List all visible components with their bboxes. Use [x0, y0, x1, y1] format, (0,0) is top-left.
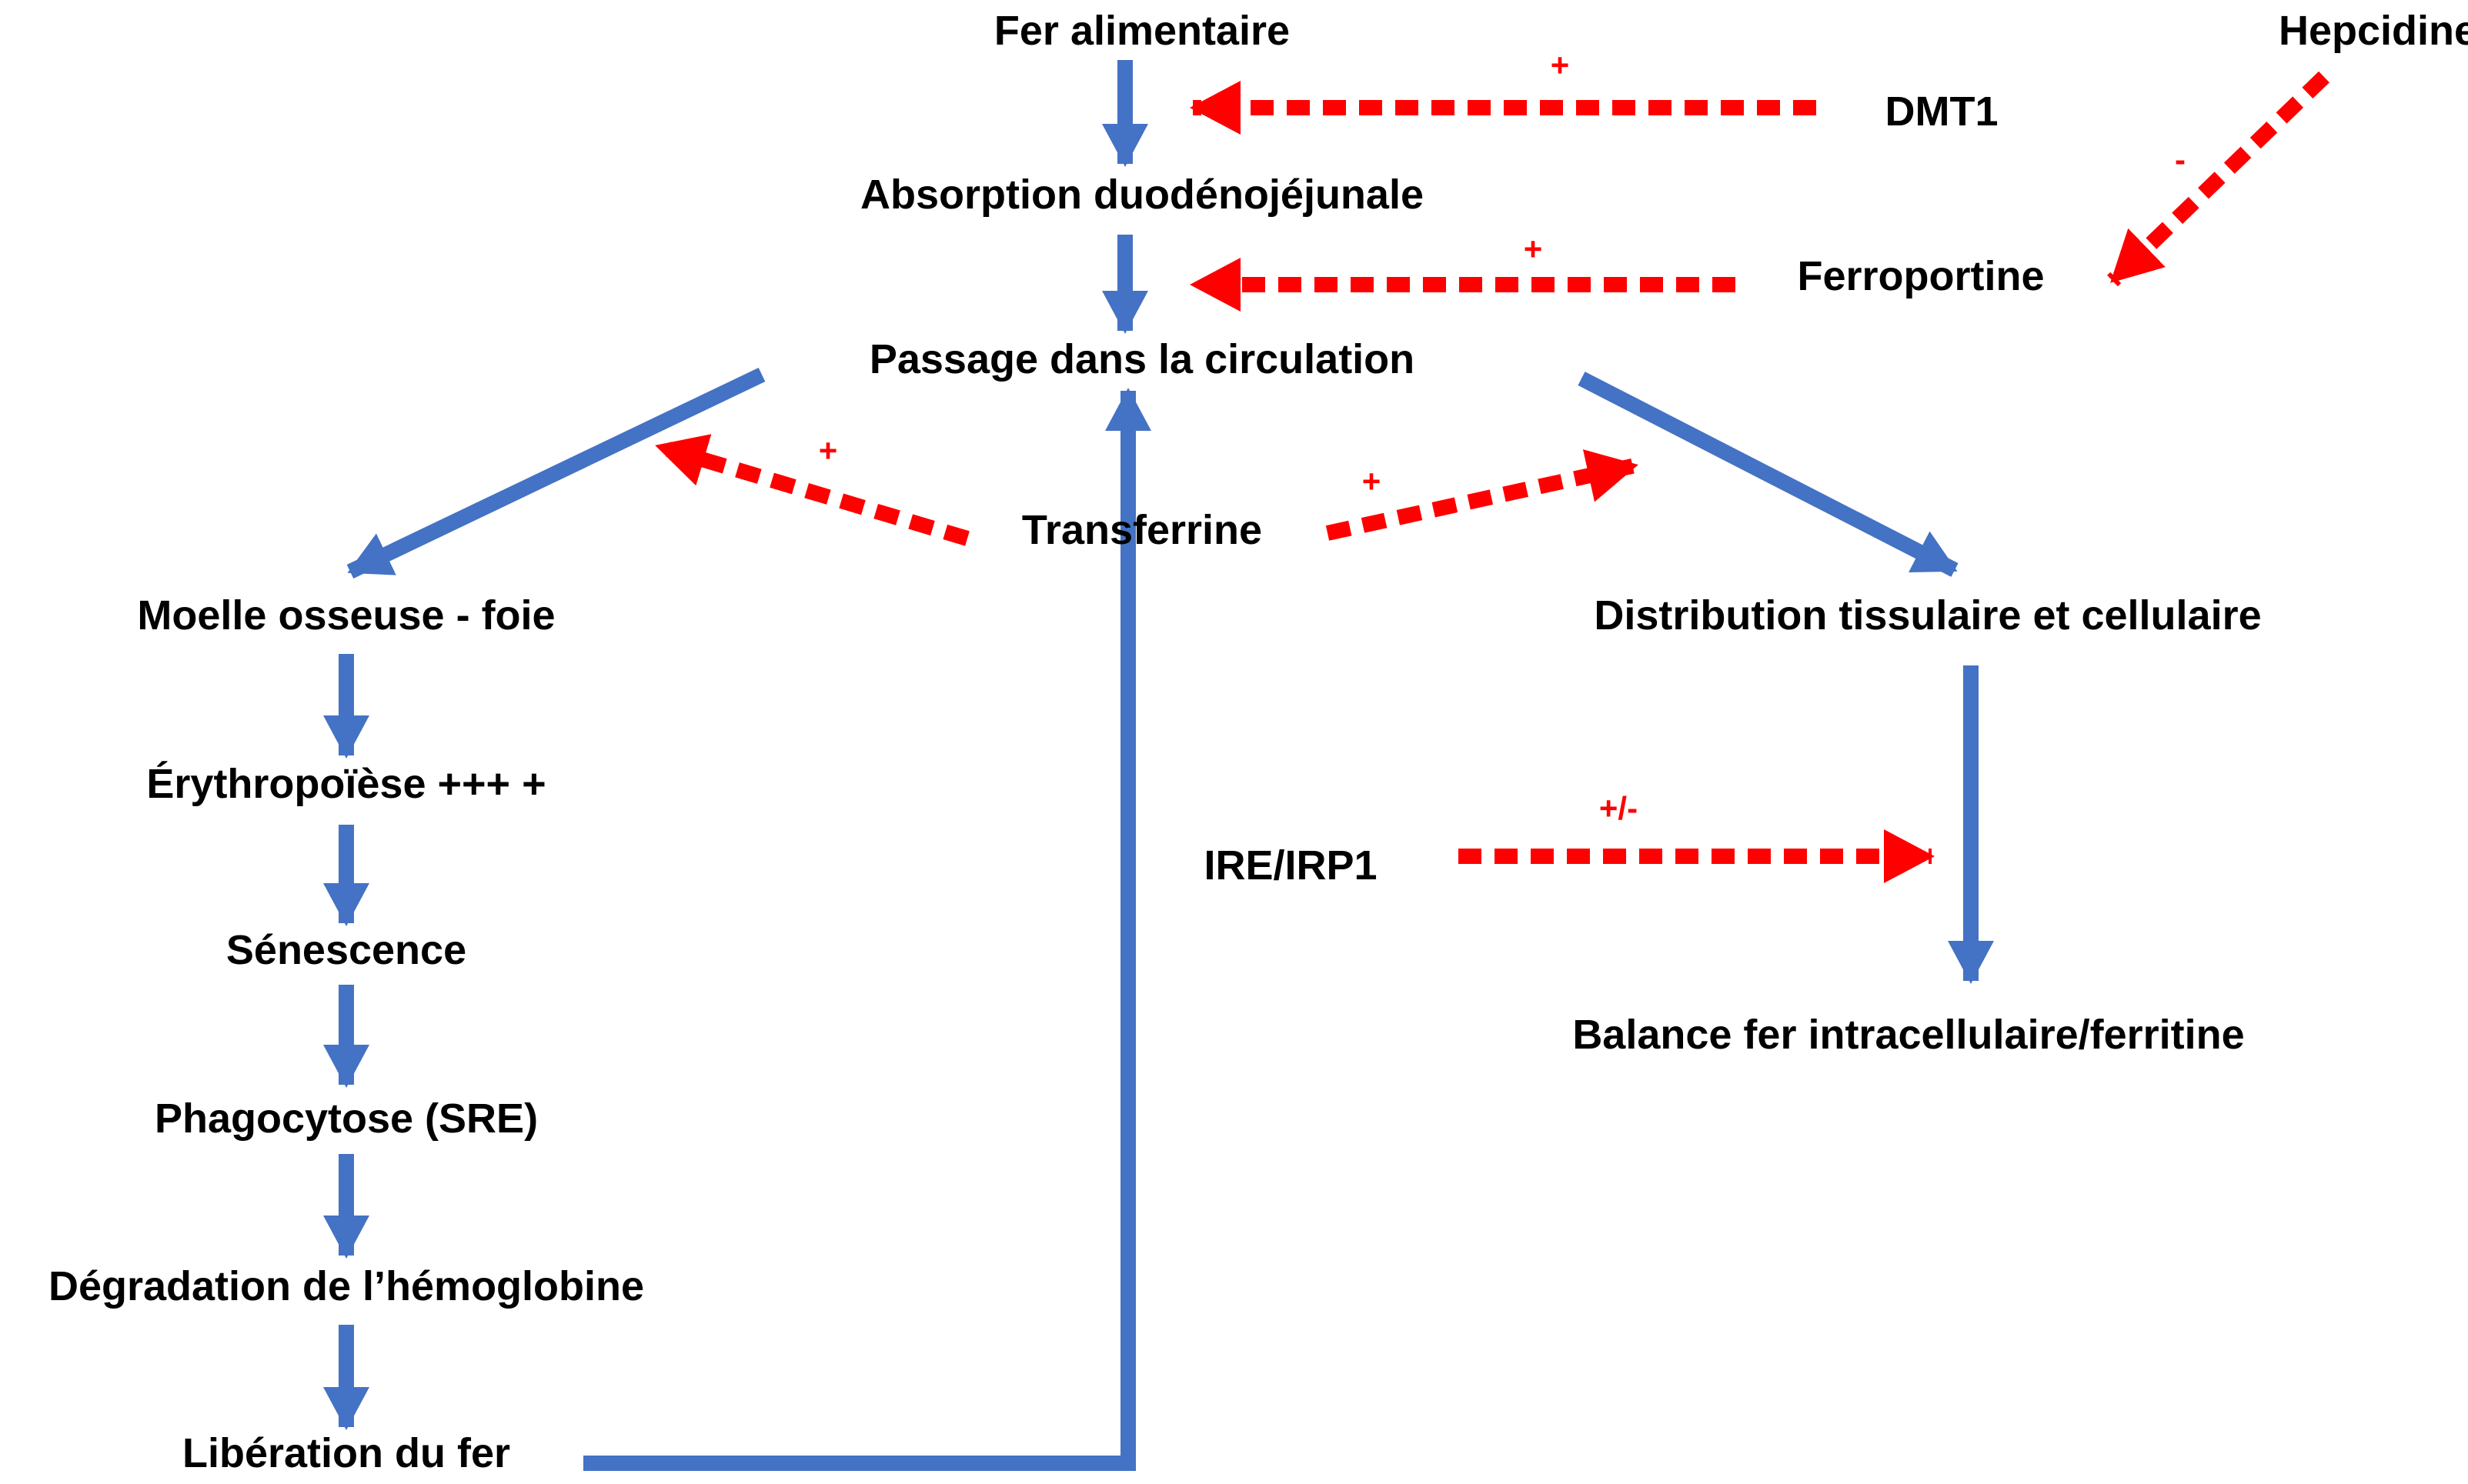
- node-transferrine: Transferrine: [1021, 507, 1263, 553]
- node-balance: Balance fer intracellulaire/ferritine: [1572, 1012, 2245, 1058]
- sign-hepcidine-minus: -: [2175, 142, 2186, 178]
- node-ferroportine: Ferroportine: [1797, 253, 2045, 299]
- arrow-passage-to-moelle: [346, 367, 766, 579]
- node-senescence: Sénescence: [225, 927, 467, 973]
- sign-transferrine-distribution-plus: +: [1361, 463, 1381, 499]
- sign-ire-plus-minus: +/-: [1598, 790, 1638, 826]
- regulation-hepcidine-to-ferroportine: [2107, 71, 2329, 287]
- node-moelle: Moelle osseuse - foie: [137, 592, 556, 639]
- node-distribution: Distribution tissulaire et cellulaire: [1594, 592, 2262, 639]
- arrow-liberation-to-passage: [583, 388, 1151, 1471]
- regulation-transferrine-to-distribution: [1325, 449, 1638, 541]
- node-absorption: Absorption duodénojéjunale: [860, 172, 1424, 218]
- sign-dmt1-plus: +: [1550, 47, 1570, 83]
- node-phagocytose: Phagocytose (SRE): [154, 1095, 539, 1142]
- sign-transferrine-moelle-plus: +: [818, 432, 838, 469]
- node-liberation: Libération du fer: [182, 1430, 511, 1476]
- node-passage: Passage dans la circulation: [869, 336, 1415, 382]
- node-dmt1: DMT1: [1885, 88, 1999, 135]
- regulation-transferrine-to-moelle: [655, 434, 970, 546]
- node-ire-irp1: IRE/IRP1: [1204, 842, 1378, 889]
- node-hepcidine: Hepcidine: [2278, 8, 2468, 54]
- node-fer-alimentaire: Fer alimentaire: [994, 8, 1291, 54]
- sign-ferroportine-plus: +: [1523, 231, 1543, 267]
- node-erythropoiese: Érythropoïèse +++ +: [146, 761, 546, 807]
- arrow-passage-to-distribution: [1578, 372, 1959, 577]
- node-degradation: Dégradation de l’hémoglobine: [48, 1263, 645, 1309]
